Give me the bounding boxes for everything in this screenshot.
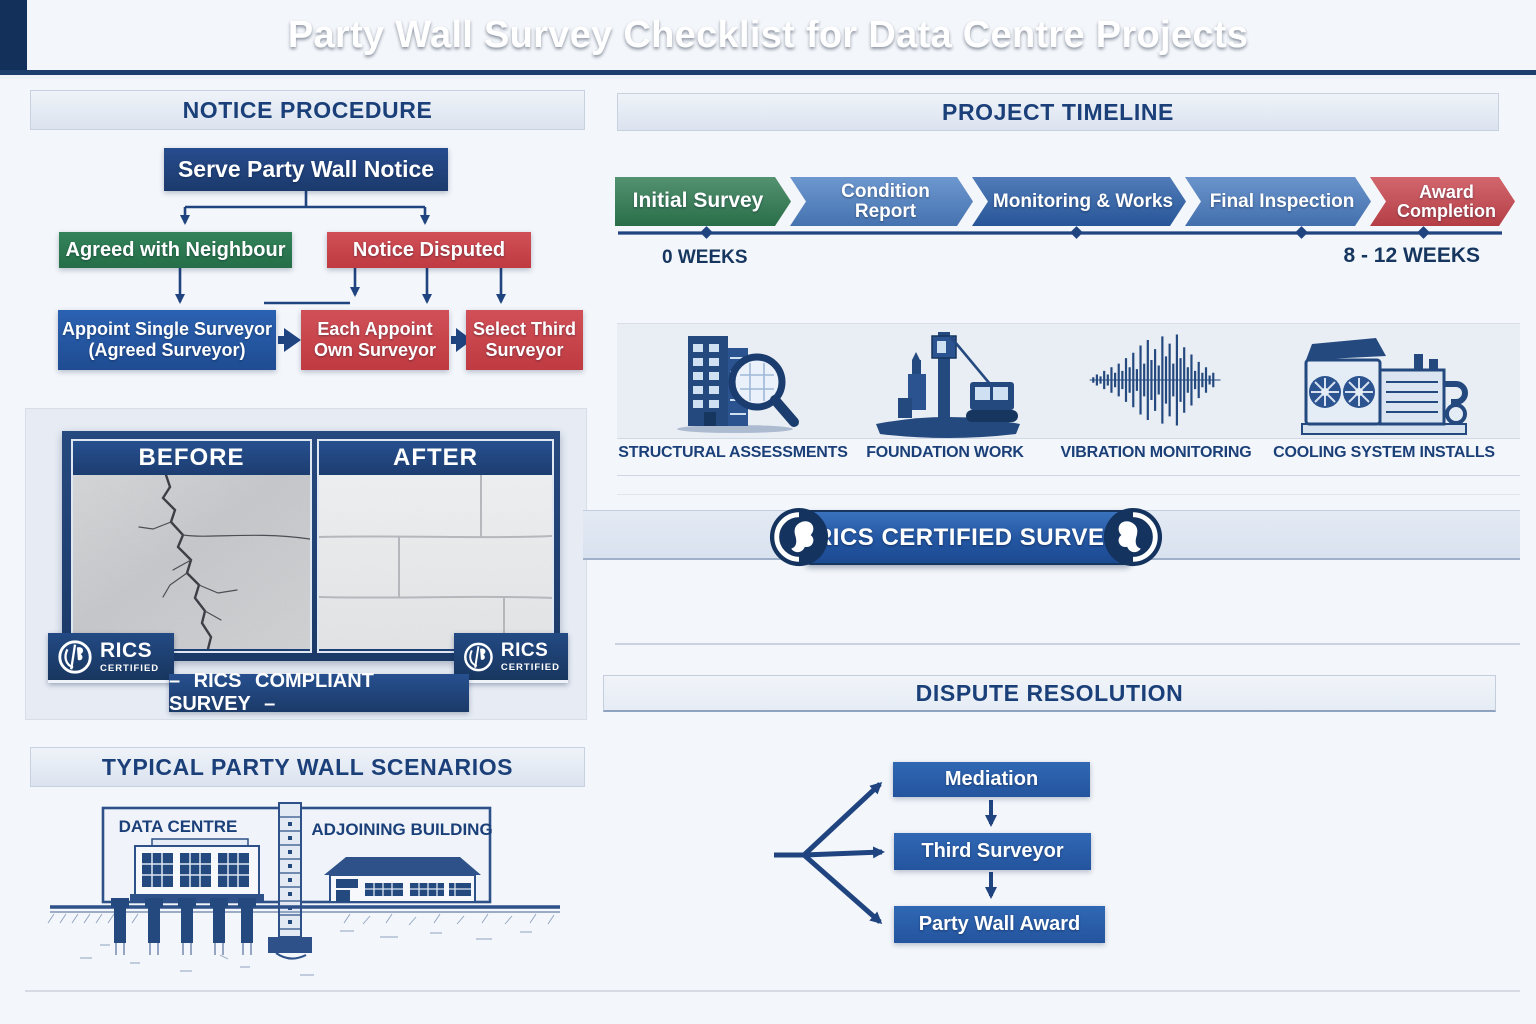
each-appoint-line2: Own Surveyor	[313, 340, 437, 360]
badge-text: RICS CERTIFIED	[100, 640, 159, 674]
timeline-axis	[618, 226, 1502, 239]
building-magnifier-icon	[677, 336, 799, 433]
header-left-edge	[0, 0, 27, 79]
each-appoint-line1: Each Appoint	[317, 319, 433, 340]
third-surveyor-box: Third Surveyor	[894, 833, 1091, 870]
cracked-wall-photo	[73, 473, 311, 651]
timeline-end-label: 8 - 12 WEEKS	[1343, 244, 1480, 267]
rics-emblem-icon	[1103, 507, 1163, 567]
appoint-single-line1: Appoint Single Surveyor	[61, 319, 273, 340]
serve-notice-box: Serve Party Wall Notice	[164, 148, 448, 191]
stage-initial-survey: Initial Survey	[615, 177, 791, 226]
scenarios-heading: TYPICAL PARTY WALL SCENARIOS	[30, 747, 585, 787]
notice-disputed-box: Notice Disputed	[327, 232, 531, 268]
each-appoint-own-surveyor-box: Each Appoint Own Surveyor	[301, 310, 449, 370]
badge-text: RICS CERTIFIED	[501, 641, 560, 673]
service-label-vibration: VIBRATION MONITORING	[1060, 444, 1252, 461]
rics-logo-icon	[58, 639, 92, 674]
ground-line-drawing	[47, 905, 560, 976]
appoint-single-surveyor-box: Appoint Single Surveyor (Agreed Surveyor…	[58, 310, 276, 370]
header-divider-dark	[0, 70, 1536, 75]
piling-rig-icon	[876, 332, 1020, 438]
timeline-stages: Initial Survey Condition Report Monitori…	[615, 177, 1515, 226]
select-third-surveyor-box: Select Third Surveyor	[466, 310, 583, 370]
badge-title: RICS	[500, 639, 549, 661]
before-after-frame: BEFORE	[62, 431, 560, 661]
data-centre-drawing	[130, 838, 264, 902]
stage-condition-report: Condition Report	[790, 177, 973, 226]
flow-right-arrow-icon	[451, 328, 472, 352]
page-title: Party Wall Survey Checklist for Data Cen…	[287, 14, 1249, 56]
agreed-with-neighbour-box: Agreed with Neighbour	[59, 232, 292, 268]
chiller-unit-icon	[1301, 338, 1468, 435]
party-wall-column-drawing	[268, 802, 312, 960]
rics-certified-badge: RICS CERTIFIED	[454, 633, 568, 683]
badge-title: RICS	[100, 638, 153, 662]
seismograph-waveform-icon	[1089, 334, 1221, 426]
appoint-single-line2: (Agreed Surveyor)	[88, 340, 246, 360]
stage-award-completion: Award Completion	[1370, 177, 1515, 226]
foundation-piles-drawing	[111, 898, 256, 955]
notice-flowchart: Serve Party Wall Notice Agreed with Neig…	[30, 135, 590, 405]
after-label: AFTER	[319, 441, 552, 475]
badge-subtitle: CERTIFIED	[100, 662, 160, 674]
select-third-line1: Select Third	[472, 319, 577, 340]
timeline-heading: PROJECT TIMELINE	[617, 93, 1499, 131]
rics-compliant-survey-caption: – RICS COMPLIANT SURVEY –	[169, 670, 469, 715]
rics-certified-survey-banner: RICS CERTIFIED SURVEY	[805, 510, 1131, 565]
rics-logo-icon	[464, 642, 493, 671]
rics-certified-badge: RICS CERTIFIED	[48, 633, 174, 683]
timeline-start-label: 0 WEEKS	[662, 247, 748, 268]
mediation-box: Mediation	[893, 762, 1090, 797]
select-third-line2: Surveyor	[485, 340, 564, 360]
notice-flow-arrows-icon	[175, 191, 506, 352]
service-label-cooling: COOLING SYSTEM INSTALLS	[1273, 444, 1495, 461]
stage-final-inspection: Final Inspection	[1185, 177, 1371, 226]
flow-right-arrow-icon	[278, 328, 301, 352]
dispute-resolution-heading: DISPUTE RESOLUTION	[603, 675, 1496, 712]
divider	[615, 643, 1520, 645]
service-label-foundation: FOUNDATION WORK	[866, 444, 1024, 461]
adjoining-building-label: ADJOINING BUILDING	[311, 820, 492, 839]
before-after-section: BEFORE	[25, 408, 587, 720]
repaired-wall-photo	[318, 475, 553, 649]
badge-subtitle: CERTIFIED	[500, 661, 560, 673]
party-wall-award-box: Party Wall Award	[894, 906, 1105, 943]
divider	[617, 494, 1520, 495]
divider	[617, 475, 1520, 476]
adjoining-building-drawing	[324, 857, 481, 903]
stage-monitoring-works: Monitoring & Works	[972, 177, 1186, 226]
dispute-flow-arrows-icon	[774, 781, 997, 924]
data-centre-label: DATA CENTRE	[119, 817, 238, 836]
after-panel: AFTER	[317, 439, 554, 653]
service-label-structural: STRUCTURAL ASSESSMENTS	[618, 444, 848, 461]
bottom-divider	[25, 990, 1520, 992]
party-wall-scenario-illustration: DATA CENTRE ADJOINING BUILDING	[47, 802, 560, 976]
rics-emblem-icon	[769, 507, 829, 567]
before-label: BEFORE	[73, 441, 310, 475]
notice-procedure-heading: NOTICE PROCEDURE	[30, 90, 585, 130]
before-panel: BEFORE	[71, 439, 312, 653]
header-divider-light	[0, 75, 1536, 79]
